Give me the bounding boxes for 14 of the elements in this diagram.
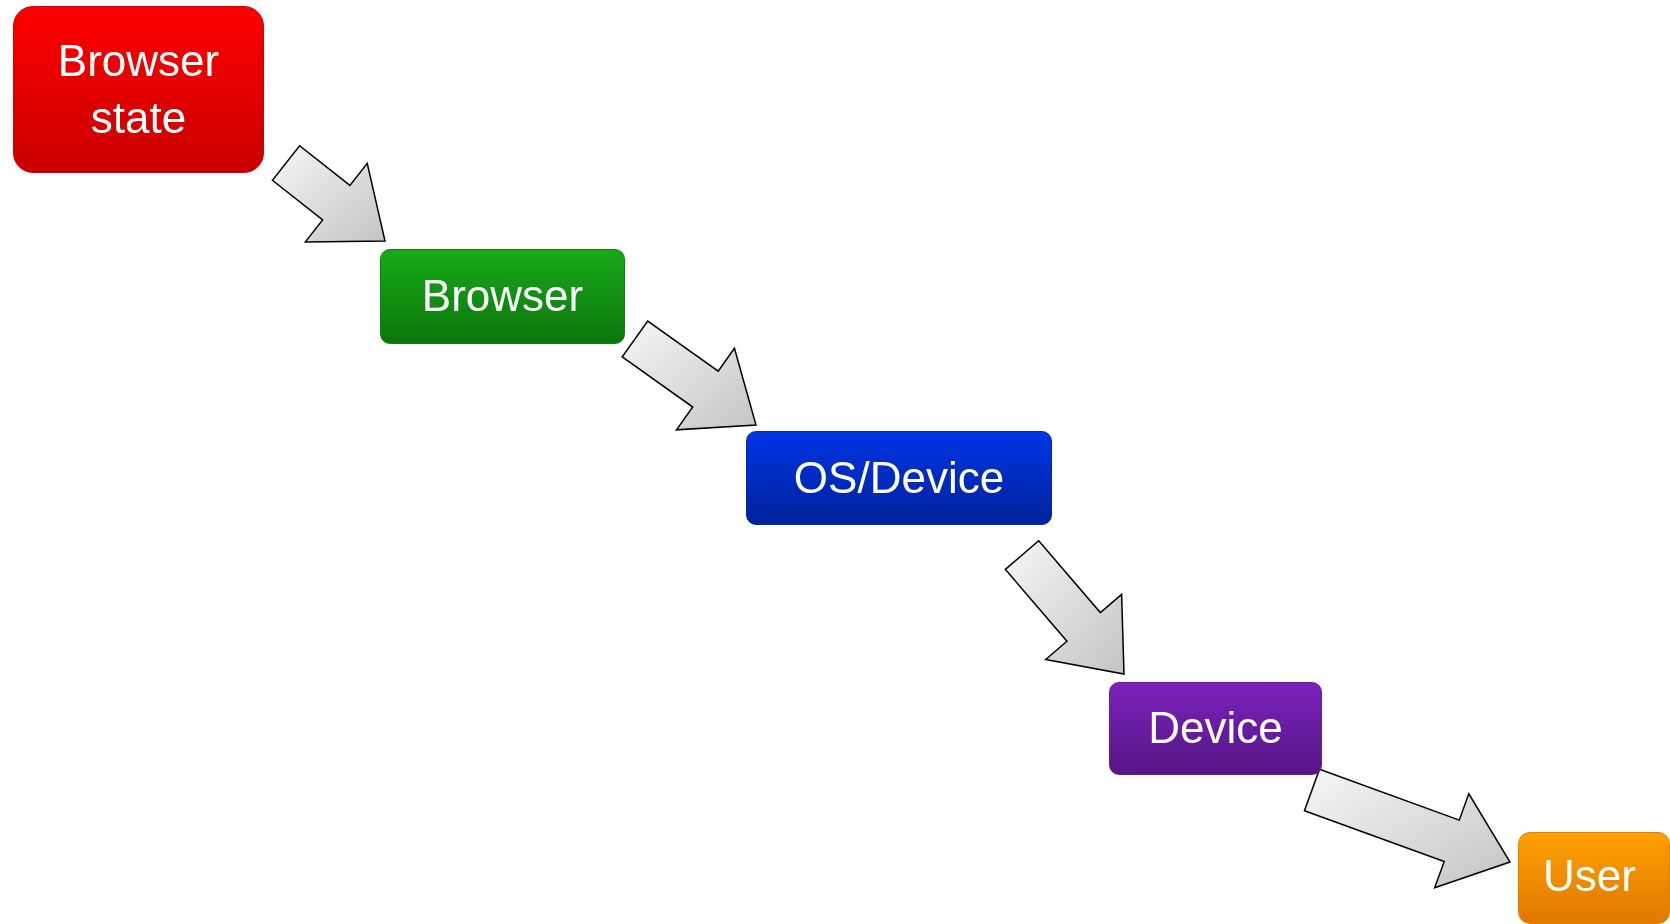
block-arrow <box>271 144 386 243</box>
process-box <box>1518 832 1670 924</box>
process-box <box>746 431 1052 525</box>
process-box <box>13 6 264 173</box>
box-label: OS/Device <box>793 451 1005 504</box>
block-arrow <box>1303 768 1512 889</box>
box-label: User <box>1543 849 1636 902</box>
box-label: Device <box>1148 702 1283 755</box>
box-label: Browser state <box>56 35 221 144</box>
block-arrow <box>1004 539 1125 675</box>
box-label: Browser <box>421 270 584 323</box>
block-arrow <box>621 320 757 431</box>
process-box <box>380 249 625 344</box>
process-box <box>1109 682 1322 775</box>
